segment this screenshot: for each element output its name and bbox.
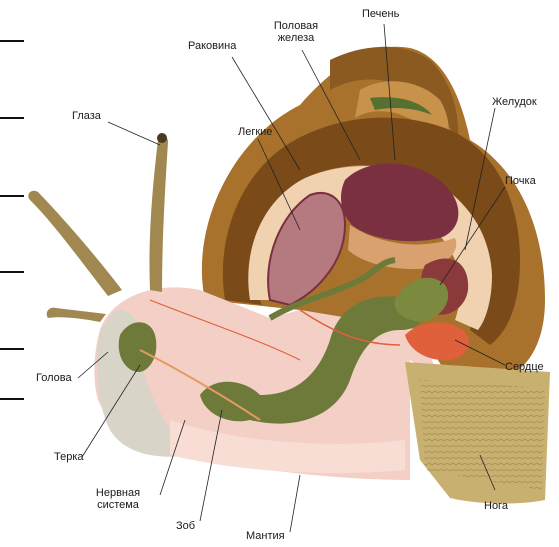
label-shell: Раковина xyxy=(188,40,236,52)
margin-mark-2 xyxy=(0,117,24,119)
label-gonad-line1: Половая xyxy=(268,20,324,32)
margin-mark-3 xyxy=(0,195,24,197)
lower-tentacle xyxy=(28,191,122,296)
label-eyes: Глаза xyxy=(72,110,101,122)
label-nervous-line2: система xyxy=(88,499,148,511)
lower-tentacle-2 xyxy=(47,308,106,322)
margin-mark-4 xyxy=(0,271,24,273)
label-liver: Печень xyxy=(362,8,399,20)
label-foot: Нога xyxy=(484,500,508,512)
label-gonad-line2: железа xyxy=(268,32,324,44)
eye-dot xyxy=(157,133,167,143)
label-crop: Зоб xyxy=(176,520,195,532)
label-nervous-line1: Нервная xyxy=(88,487,148,499)
label-mantle: Мантия xyxy=(246,530,285,542)
label-radula: Терка xyxy=(54,451,84,463)
label-kidney: Почка xyxy=(505,175,536,187)
label-heart: Сердце xyxy=(505,361,544,373)
eye-tentacle xyxy=(149,136,168,292)
label-head: Голова xyxy=(36,372,72,384)
label-lungs: Легкие xyxy=(238,126,272,138)
margin-mark-5 xyxy=(0,348,24,350)
label-nervous-system: Нервная система xyxy=(88,487,148,511)
label-stomach: Желудок xyxy=(492,96,537,108)
margin-mark-1 xyxy=(0,40,24,42)
label-gonad: Половая железа xyxy=(268,20,324,44)
margin-mark-6 xyxy=(0,398,24,400)
